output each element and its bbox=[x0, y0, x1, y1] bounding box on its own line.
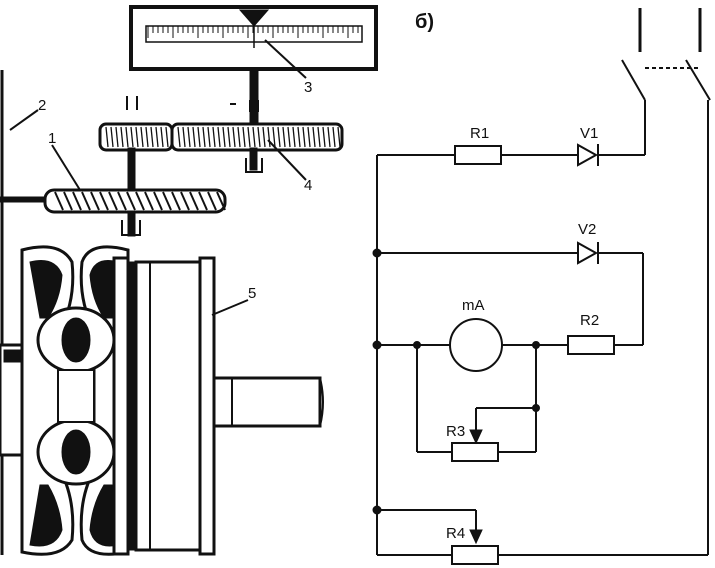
circuit-diagram: б) R1 V1 V2 bbox=[372, 8, 711, 565]
switch bbox=[621, 8, 711, 101]
label-r2: R2 bbox=[580, 312, 599, 329]
diode-v2 bbox=[577, 241, 599, 265]
potentiometer-r3 bbox=[451, 442, 499, 462]
gear-train bbox=[98, 96, 344, 237]
indicator-spindle bbox=[249, 67, 259, 129]
label-part-3: 3 bbox=[304, 79, 312, 96]
label-part-1: 1 bbox=[48, 130, 56, 147]
potentiometer-r4 bbox=[451, 545, 499, 565]
resistor-r2 bbox=[567, 335, 615, 355]
pulley-assembly bbox=[0, 245, 324, 556]
label-part-2: 2 bbox=[38, 97, 46, 114]
label-ma: mA bbox=[462, 297, 485, 314]
mechanism-drawing: 1 2 3 4 5 bbox=[0, 5, 378, 556]
label-r3: R3 bbox=[446, 423, 465, 440]
label-part-4: 4 bbox=[304, 177, 312, 194]
label-r1: R1 bbox=[470, 125, 489, 142]
label-v2: V2 bbox=[578, 221, 596, 238]
label-v1: V1 bbox=[580, 125, 598, 142]
worm-screw bbox=[0, 188, 227, 214]
diode-v1 bbox=[577, 143, 599, 167]
label-part-5: 5 bbox=[248, 285, 256, 302]
label-r4: R4 bbox=[446, 525, 465, 542]
figure-label: б) bbox=[415, 11, 434, 33]
indicator-scale bbox=[129, 5, 378, 71]
pointer-arrow bbox=[238, 9, 270, 27]
resistor-r1 bbox=[454, 145, 502, 165]
milliammeter bbox=[449, 318, 503, 372]
